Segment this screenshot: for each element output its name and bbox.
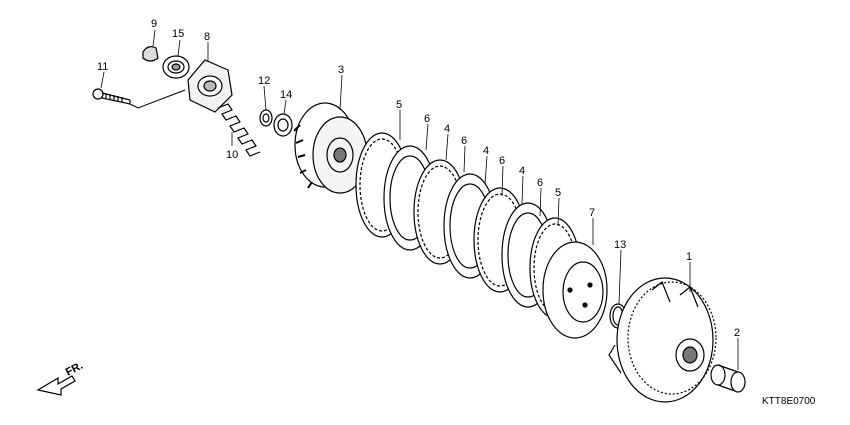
callout-6b: 6 xyxy=(461,135,467,147)
part-2-sleeve xyxy=(710,364,746,393)
callout-labels: 9 15 8 11 12 14 10 3 5 6 4 6 4 6 4 6 5 7… xyxy=(97,18,740,339)
callout-4c: 4 xyxy=(519,165,525,177)
front-direction-arrow-icon xyxy=(36,375,76,396)
part-7-pressure-plate xyxy=(542,241,608,339)
callout-15: 15 xyxy=(172,28,184,40)
callout-12: 12 xyxy=(258,75,270,87)
front-label: FR. xyxy=(64,360,85,379)
part-10-spring xyxy=(217,103,261,157)
part-8-lifter-plate xyxy=(187,59,233,113)
callout-1: 1 xyxy=(686,251,692,263)
callout-6d: 6 xyxy=(537,177,543,189)
callout-11: 11 xyxy=(97,61,108,73)
callout-6: 6 xyxy=(424,113,430,125)
diagram-code: KTT8E0700 xyxy=(762,396,816,407)
callout-5: 5 xyxy=(396,99,402,111)
callout-4b: 4 xyxy=(483,145,489,157)
part-12-washer xyxy=(259,109,273,127)
part-1-clutch-outer xyxy=(608,277,717,403)
part-11-bolt xyxy=(92,88,186,109)
part-9-cap xyxy=(142,46,159,62)
part-15-bearing xyxy=(162,55,190,79)
callout-8: 8 xyxy=(204,31,210,43)
callout-5b: 5 xyxy=(555,187,561,199)
callout-13: 13 xyxy=(614,239,626,251)
clutch-disc-stack xyxy=(355,132,581,319)
callout-3: 3 xyxy=(338,64,344,76)
callout-6c: 6 xyxy=(499,155,505,167)
part-14-washer xyxy=(273,113,293,137)
callout-10: 10 xyxy=(226,149,238,161)
callout-4: 4 xyxy=(444,123,450,135)
callout-2: 2 xyxy=(734,327,740,339)
callout-7: 7 xyxy=(589,207,595,219)
callout-9: 9 xyxy=(151,18,157,30)
callout-leader-lines xyxy=(100,29,739,370)
callout-14: 14 xyxy=(280,89,292,101)
